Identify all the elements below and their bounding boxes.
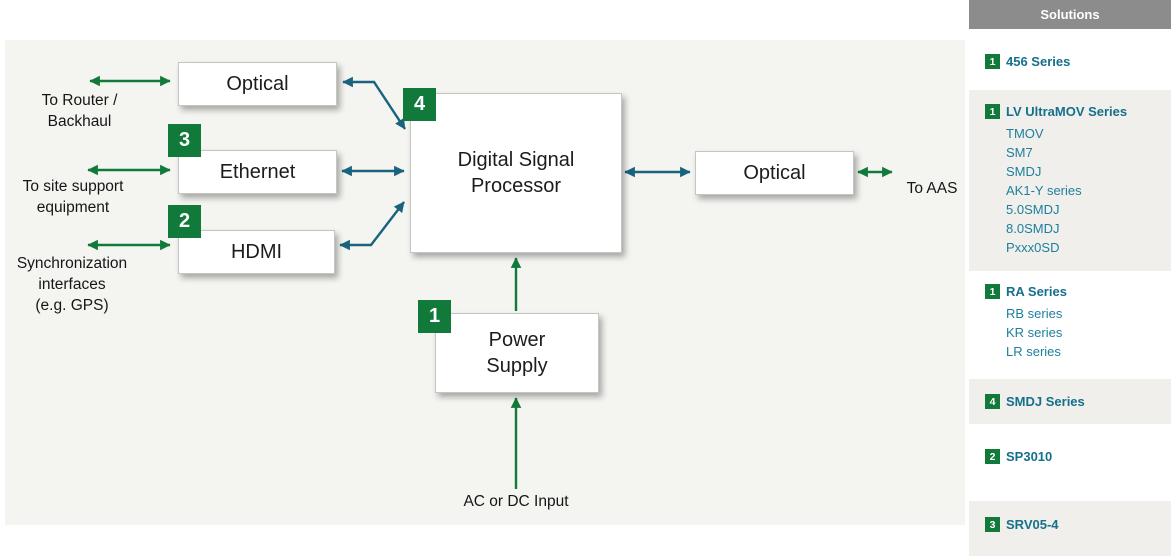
box-power-supply-label: Power Supply: [486, 329, 548, 377]
sidebar-section-smdj: 4 SMDJ Series: [969, 379, 1171, 424]
series-row-srv05[interactable]: 3 SRV05-4: [985, 516, 1159, 533]
badge-1-power-supply: 1: [418, 300, 451, 333]
label-sync-interfaces: Synchronization interfaces (e.g. GPS): [16, 255, 128, 314]
badge-2-hdmi: 2: [168, 205, 201, 238]
box-dsp-label: Digital Signal Processor: [457, 149, 575, 197]
series-sublist: RB series KR series LR series: [1006, 304, 1159, 361]
box-hdmi: HDMI: [178, 230, 335, 274]
box-hdmi-label: HDMI: [230, 241, 283, 263]
box-dsp: Digital Signal Processor: [410, 93, 622, 253]
label-router-backhaul: To Router / Backhaul: [41, 92, 118, 130]
series-badge: 1: [985, 284, 1000, 299]
series-badge: 1: [985, 104, 1000, 119]
series-badge: 1: [985, 54, 1000, 69]
series-sub-link[interactable]: 8.0SMDJ: [1006, 221, 1060, 236]
sidebar-section-ra: 1 RA Series RB series KR series LR serie…: [969, 271, 1171, 379]
series-link-lv-ultramov[interactable]: LV UltraMOV Series: [1006, 104, 1128, 119]
sidebar-section-sp3010: 2 SP3010: [969, 424, 1171, 481]
box-ethernet-label: Ethernet: [219, 161, 296, 183]
sidebar-section-srv05: 3 SRV05-4: [969, 501, 1171, 556]
series-link-456[interactable]: 456 Series: [1006, 54, 1071, 69]
sidebar-header: Solutions: [969, 0, 1171, 29]
label-site-support: To site support equipment: [22, 178, 124, 216]
box-power-supply: Power Supply: [435, 313, 599, 393]
box-optical-right-label: Optical: [743, 162, 806, 184]
sidebar-section-456: 1 456 Series: [969, 29, 1171, 90]
series-row-ra[interactable]: 1 RA Series: [985, 283, 1159, 300]
series-badge: 3: [985, 517, 1000, 532]
series-sub-link[interactable]: SMDJ: [1006, 164, 1042, 179]
series-sub-link[interactable]: KR series: [1006, 325, 1063, 340]
series-sublist: TMOV SM7 SMDJ AK1-Y series 5.0SMDJ 8.0SM…: [1006, 124, 1159, 257]
series-sub-link[interactable]: 5.0SMDJ: [1006, 202, 1060, 217]
sidebar-title: Solutions: [1040, 7, 1100, 22]
series-badge: 2: [985, 449, 1000, 464]
label-ac-dc-input: AC or DC Input: [463, 493, 569, 510]
series-sub-link[interactable]: TMOV: [1006, 126, 1044, 141]
series-row-lv-ultramov[interactable]: 1 LV UltraMOV Series: [985, 103, 1159, 120]
solutions-sidebar: Solutions 1 456 Series 1 LV UltraMOV Ser…: [969, 0, 1171, 556]
series-row-smdj[interactable]: 4 SMDJ Series: [985, 393, 1159, 410]
series-sub-link[interactable]: LR series: [1006, 344, 1061, 359]
series-link-ra[interactable]: RA Series: [1006, 284, 1067, 299]
series-sub-link[interactable]: RB series: [1006, 306, 1063, 321]
box-optical-left-label: Optical: [226, 73, 289, 95]
sidebar-section-lv-ultramov: 1 LV UltraMOV Series TMOV SM7 SMDJ AK1-Y…: [969, 90, 1171, 271]
badge-3-ethernet: 3: [168, 124, 201, 157]
series-row-456[interactable]: 1 456 Series: [985, 53, 1159, 70]
label-to-aas: To AAS: [906, 180, 958, 197]
series-badge: 4: [985, 394, 1000, 409]
series-sub-link[interactable]: AK1-Y series: [1006, 183, 1082, 198]
series-link-smdj[interactable]: SMDJ Series: [1006, 394, 1085, 409]
box-optical-left: Optical: [178, 62, 337, 106]
series-link-sp3010[interactable]: SP3010: [1006, 449, 1053, 464]
series-sub-link[interactable]: SM7: [1006, 145, 1033, 160]
box-ethernet: Ethernet: [178, 150, 337, 194]
series-sub-link[interactable]: Pxxx0SD: [1006, 240, 1060, 255]
badge-4-dsp: 4: [403, 88, 436, 121]
box-optical-right: Optical: [695, 151, 854, 195]
series-row-sp3010[interactable]: 2 SP3010: [985, 448, 1159, 465]
series-link-srv05[interactable]: SRV05-4: [1006, 517, 1059, 532]
